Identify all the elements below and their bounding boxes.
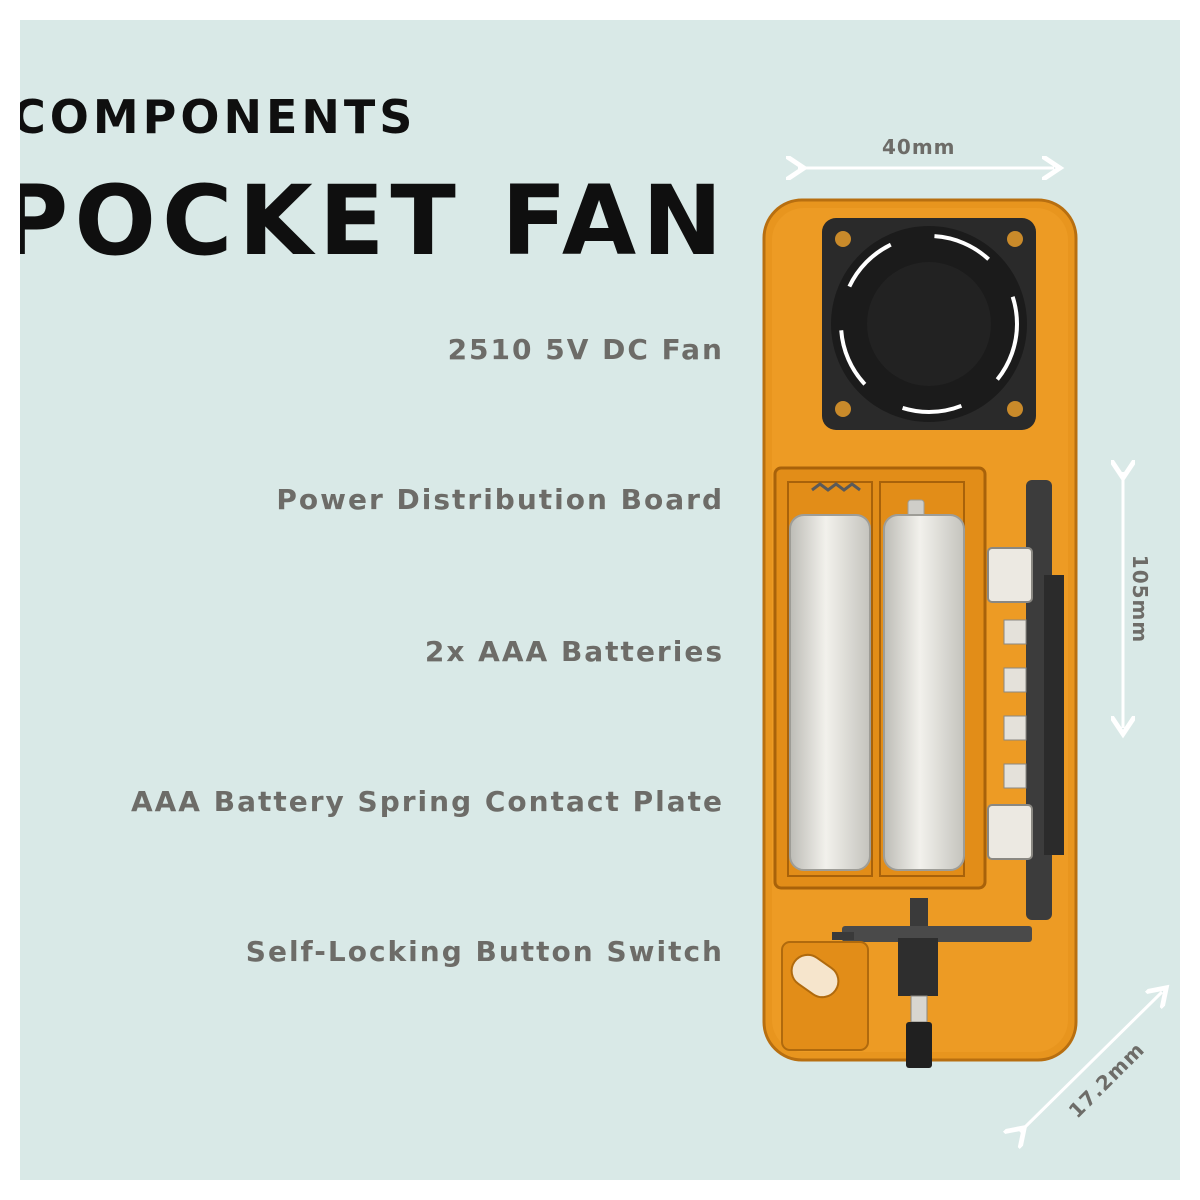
fan-icon (822, 218, 1036, 430)
label-button-switch: Self-Locking Button Switch (245, 935, 724, 968)
infographic-panel: COMPONENTS POCKET FAN 2510 5V DC Fan Pow… (20, 20, 1180, 1180)
dimension-height-label: 105mm (1128, 554, 1153, 644)
label-batteries: 2x AAA Batteries (424, 635, 724, 668)
dimension-depth-arrow (1020, 992, 1162, 1132)
heading-components: COMPONENTS (20, 90, 417, 144)
mounting-slot (781, 941, 869, 1051)
heading-title: POCKET FAN (20, 165, 729, 277)
label-spring-plate: AAA Battery Spring Contact Plate (130, 785, 724, 818)
power-board (987, 480, 1064, 920)
battery-right (883, 499, 965, 871)
button-switch (898, 898, 938, 1068)
pocket-fan-illustration (762, 20, 1180, 1180)
label-power-board: Power Distribution Board (276, 483, 724, 516)
spring-contact-plate (832, 926, 1032, 942)
battery-left (789, 514, 871, 871)
dimension-width-label: 40mm (882, 135, 956, 159)
label-fan: 2510 5V DC Fan (447, 333, 724, 366)
